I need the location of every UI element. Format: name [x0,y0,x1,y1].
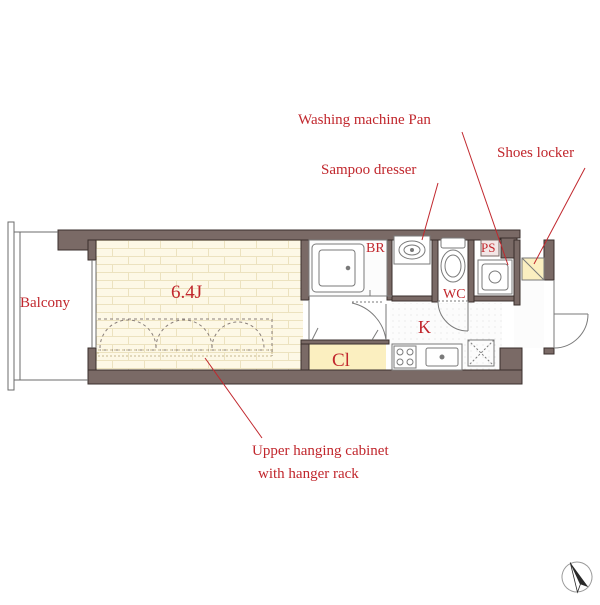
shoes-locker [521,257,545,281]
room-label-kitchen: K [418,317,431,337]
entrance-door [553,280,589,349]
room-label-bathroom: BR [366,241,385,256]
washing-machine-pan [477,259,513,295]
toilet-door [437,300,469,332]
room-label-pipe-space: PS [481,240,495,255]
bathroom-unit [308,239,388,297]
upper-cabinet-label-line1: Upper hanging cabinet [252,443,389,459]
closet-door [311,327,379,341]
balcony-window [91,260,97,348]
sink-icon [425,347,459,367]
kitchen-counter [391,343,463,371]
bathroom-door [352,290,392,303]
shampoo-dresser-label: Sampoo dresser [321,162,416,178]
toilet-fixture [440,237,466,283]
room-label-toilet: WC [443,287,466,302]
living-door [308,300,387,341]
refrigerator-space [467,339,495,367]
balcony-label: Balcony [20,295,70,311]
room-label-living: 6.4J [171,282,202,303]
balcony-railing [7,221,88,391]
closet-floor [306,343,386,370]
washing-machine-pan-label: Washing machine Pan [298,112,431,128]
living-floor [96,240,303,370]
pipe-space [480,239,500,257]
upper-cabinet-label-line2: with hanger rack [258,466,359,482]
compass-north-icon [561,561,593,594]
shampoo-dresser [393,235,431,265]
stove-icon [393,345,417,369]
upper-cabinet [97,349,273,357]
shoes-locker-label: Shoes locker [497,145,574,161]
walls [57,229,555,385]
leader-lines [204,131,586,439]
room-label-closet: Cl [332,350,350,371]
